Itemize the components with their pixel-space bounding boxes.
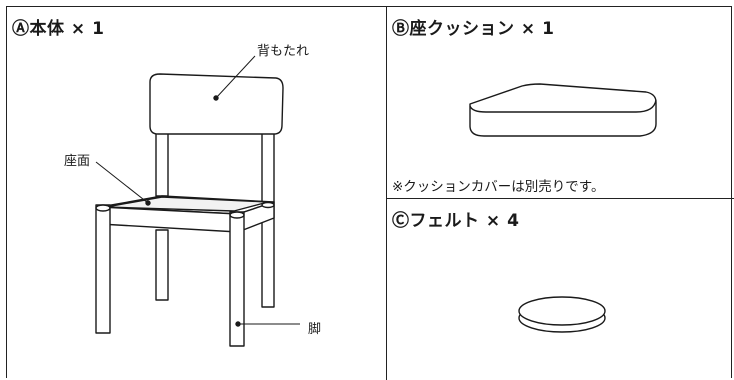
panel-divider-horizontal <box>386 198 734 199</box>
seat-cushion-illustration <box>469 83 657 137</box>
seat-leader-line <box>95 161 149 204</box>
backrest-shape <box>149 73 284 135</box>
felt-pad-illustration <box>518 296 606 333</box>
chair-illustration <box>95 73 284 347</box>
cover-sold-separately-note: ※クッションカバーは別売りです。 <box>392 179 605 195</box>
panel-a-title: Ⓐ本体 × 1 <box>12 19 105 39</box>
panel-c-title: Ⓒフェルト × 4 <box>392 211 520 231</box>
front-leg-left <box>95 204 111 334</box>
backrest-leader-line <box>215 55 256 99</box>
leg-label: 脚 <box>308 322 322 337</box>
seat-label: 座面 <box>64 154 91 169</box>
panel-divider-vertical <box>386 6 387 380</box>
panel-b-title: Ⓑ座クッション × 1 <box>392 19 555 39</box>
parts-list-frame <box>6 6 732 378</box>
backrest-label: 背もたれ <box>257 44 310 59</box>
